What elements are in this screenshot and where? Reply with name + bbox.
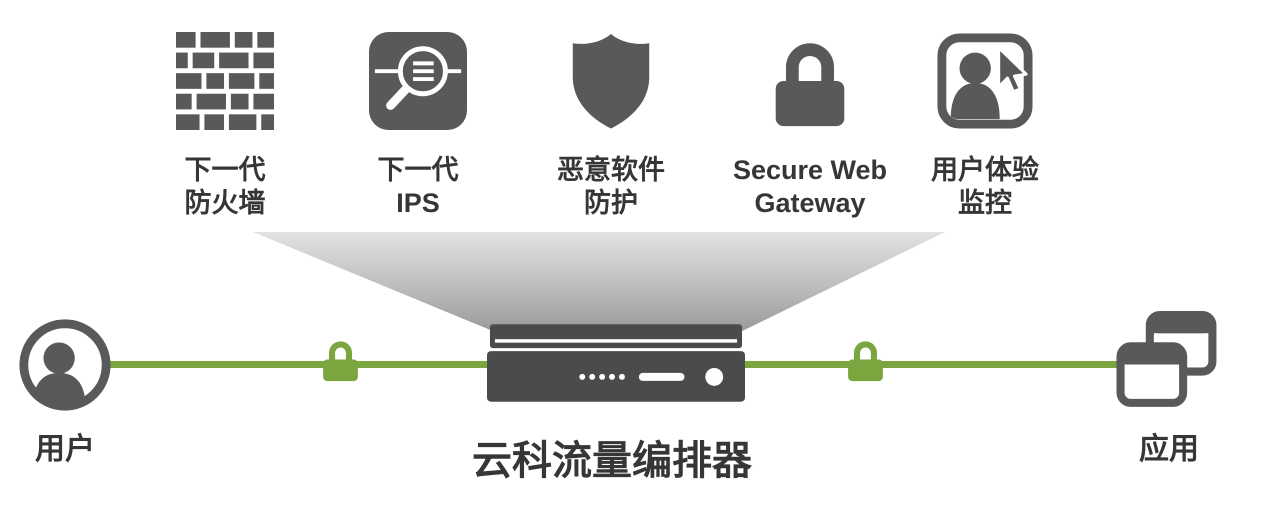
- service-label-malware-protection: 恶意软件 防护: [516, 154, 706, 220]
- label-line: 用户体验: [931, 155, 1039, 185]
- service-label-next-gen-ips: 下一代 IPS: [323, 154, 513, 220]
- service-user-experience-monitoring: 用户体验 监控: [890, 20, 1080, 220]
- shield-icon: [516, 20, 706, 142]
- label-line: Secure Web: [732, 155, 888, 185]
- service-next-gen-firewall: 下一代 防火墙: [130, 20, 320, 220]
- service-secure-web-gateway: Secure Web Gateway: [715, 20, 905, 220]
- user-endpoint-label: 用户: [35, 433, 95, 466]
- label-line: 防护: [584, 187, 638, 218]
- inspection-magnifier-icon: [323, 20, 513, 142]
- service-next-gen-ips: 下一代 IPS: [323, 20, 513, 220]
- padlock-icon: [715, 20, 905, 142]
- label-line: 下一代: [377, 155, 459, 185]
- label-line: 监控: [958, 187, 1012, 218]
- user-endpoint-icon: [16, 316, 114, 414]
- service-label-next-gen-firewall: 下一代 防火墙: [130, 154, 320, 220]
- user-cursor-monitor-icon: [890, 20, 1080, 142]
- label-line: Gateway: [754, 187, 866, 218]
- service-label-secure-web-gateway: Secure Web Gateway: [715, 154, 905, 220]
- firewall-brick-wall-icon: [130, 20, 320, 142]
- service-malware-protection: 恶意软件 防护: [516, 20, 706, 220]
- service-label-user-experience-monitoring: 用户体验 监控: [890, 154, 1080, 220]
- applications-endpoint-icon: [1112, 310, 1226, 416]
- traffic-orchestrator-appliance-icon: [487, 324, 745, 402]
- label-line: 防火墙: [184, 187, 266, 218]
- applications-endpoint-label: 应用: [1139, 433, 1199, 466]
- label-line: 恶意软件: [557, 155, 665, 185]
- appliance-label: 云科流量编排器: [472, 439, 752, 483]
- service-chain-funnel: [253, 232, 945, 332]
- label-line: IPS: [396, 187, 440, 218]
- encryption-lock-icon-left: [317, 331, 364, 388]
- encryption-lock-icon-right: [842, 331, 889, 388]
- label-line: 下一代: [184, 155, 266, 185]
